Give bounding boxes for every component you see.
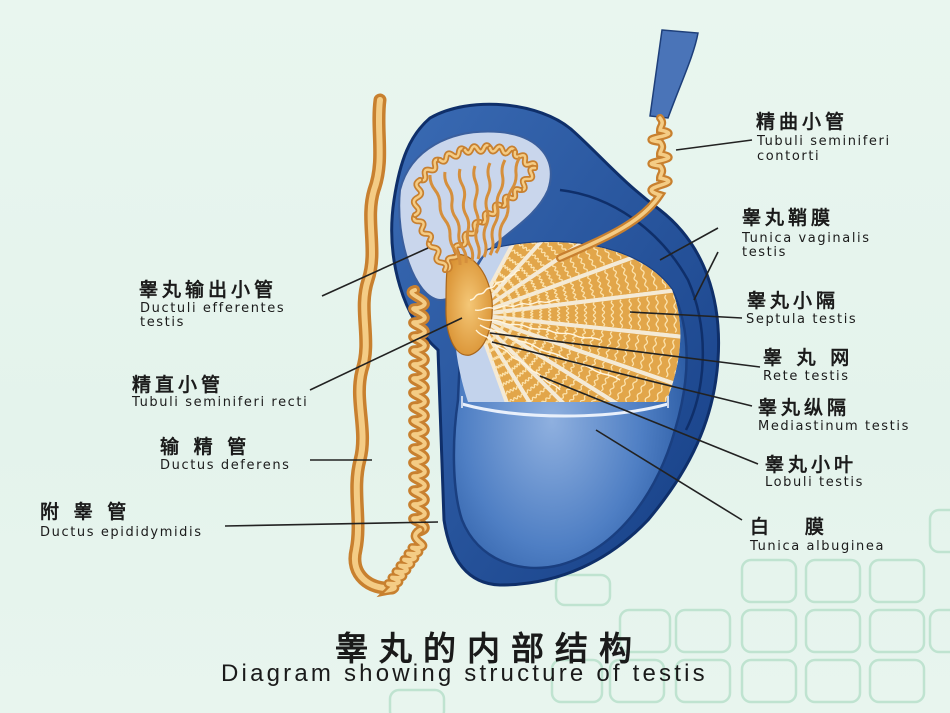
label-rete-en: Rete testis	[763, 369, 850, 384]
label-septula-en: Septula testis	[746, 312, 858, 327]
mediastinum	[445, 253, 493, 356]
label-mediastinum-zh: 睾丸纵隔	[758, 397, 851, 419]
rete-network	[469, 269, 621, 391]
label-lobuli-en: Lobuli testis	[765, 475, 864, 490]
label-lobuli-zh: 睾丸小叶	[765, 454, 858, 476]
albuginea-rim	[461, 402, 669, 418]
cord-tip	[649, 29, 699, 119]
label-recti-zh: 精直小管	[132, 374, 225, 396]
label-mediastinum-en: Mediastinum testis	[758, 419, 910, 434]
cavity-line	[559, 188, 705, 431]
label-deferens-en: Ductus deferens	[160, 458, 291, 473]
label-epididymidis-en: Ductus epididymidis	[40, 525, 203, 540]
leader-lines	[224, 139, 761, 527]
label-epididymidis-zh: 附 睾 管	[40, 501, 131, 523]
label-tubuli-contorti-en2: contorti	[757, 149, 821, 164]
label-tunica-vaginalis-en1: Tunica vaginalis	[742, 231, 871, 246]
label-albuginea-zh: 白 膜	[750, 516, 828, 538]
background-tiles	[388, 508, 950, 713]
diagram-title-zh: 睾丸的内部结构	[335, 629, 643, 668]
label-tubuli-contorti-en1: Tubuli seminiferi	[757, 134, 891, 149]
label-albuginea-en: Tunica albuginea	[750, 539, 886, 554]
label-rete-zh: 睾 丸 网	[763, 347, 854, 369]
label-efferentes-en1: Ductuli efferentes	[140, 301, 286, 316]
label-tunica-vaginalis-zh: 睾丸鞘膜	[742, 207, 835, 229]
label-recti-en: Tubuli seminiferi recti	[132, 395, 309, 410]
label-septula-zh: 睾丸小隔	[747, 290, 840, 312]
label-deferens-zh: 输 精 管	[160, 436, 251, 458]
label-efferentes-zh: 睾丸输出小管	[139, 279, 278, 301]
diagram-title-en: Diagram showing structure of testis	[221, 660, 708, 687]
tubule-coils	[406, 142, 539, 537]
label-tubuli-contorti-zh: 精曲小管	[756, 111, 849, 133]
label-efferentes-en2: testis	[140, 315, 185, 330]
label-tunica-vaginalis-en2: testis	[742, 245, 787, 260]
